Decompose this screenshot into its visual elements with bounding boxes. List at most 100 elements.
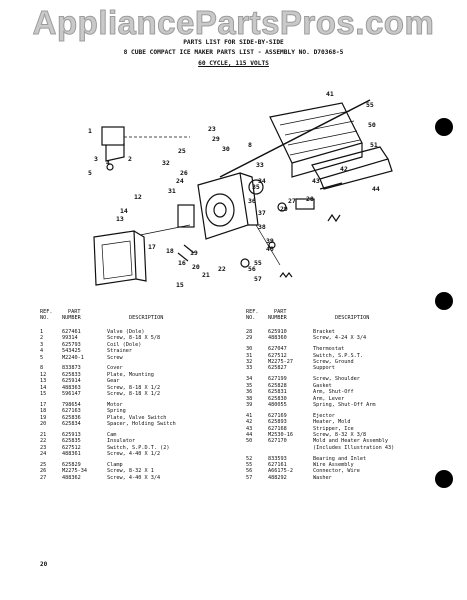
part-description: Spring, Shut-Off Arm: [313, 401, 376, 408]
ref-number: 52: [246, 455, 253, 462]
ref-number: 19: [40, 414, 47, 421]
part-description: Screw, 8-18 X 1/2: [107, 391, 161, 398]
callout-26: 26: [180, 169, 188, 177]
callout-51: 51: [370, 141, 378, 149]
part-number: 625910: [268, 329, 287, 335]
part-number: 627047: [268, 346, 287, 353]
callout-38: 38: [258, 223, 266, 231]
part-number: M2275-27: [268, 359, 293, 366]
part-description: Arm, Shut-Off: [313, 389, 354, 396]
col-part-label: PART: [68, 309, 81, 315]
part-number: 627169: [268, 412, 287, 419]
callout-27: 27: [288, 197, 296, 205]
callout-37: 37: [258, 209, 266, 217]
callout-34: 34: [258, 177, 266, 185]
part-description: Thermostat: [313, 346, 345, 353]
part-number: 625913: [62, 431, 81, 438]
ref-number: 23: [40, 444, 47, 451]
part-number: 798654: [62, 401, 81, 408]
part-description: Bearing and Inlet: [313, 455, 367, 462]
part-description: Plate, Mounting: [107, 371, 154, 378]
part-description: Screw, 4-24 X 3/4: [313, 335, 367, 342]
callout-57: 57: [254, 275, 262, 283]
ref-number: 28: [246, 329, 253, 335]
part-description: Gear: [107, 378, 120, 385]
part-number: M2275-34: [62, 468, 87, 475]
part-description: Screw, 8-18 X 1/2: [107, 384, 161, 391]
part-number: 625833: [62, 371, 81, 378]
callout-56: 56: [248, 265, 256, 273]
callout-31: 31: [168, 187, 176, 195]
part-number: 480055: [268, 401, 287, 408]
callout-8: 8: [248, 141, 252, 149]
callout-32: 32: [162, 159, 170, 167]
callout-19: 19: [190, 249, 198, 257]
ref-number: 30: [246, 346, 253, 353]
part-number: 627461: [62, 329, 81, 335]
callout-50: 50: [368, 121, 376, 129]
part-number: 625827: [268, 365, 287, 372]
part-description: Ejector: [313, 412, 335, 419]
callout-22: 22: [218, 265, 226, 273]
ref-number: 15: [40, 391, 47, 398]
part-number: 625836: [62, 414, 81, 421]
callout-33: 33: [256, 161, 264, 169]
part-description: Spring: [107, 408, 126, 415]
callout-28: 28: [306, 195, 314, 203]
ref-number: 12: [40, 371, 47, 378]
part-number: 625828: [268, 382, 287, 389]
callout-29: 29: [280, 205, 288, 213]
ref-number: 1: [40, 329, 44, 335]
ref-number: 21: [40, 431, 47, 438]
part-description: Arm, Lever: [313, 395, 345, 402]
part-description: Connector, Wire: [313, 468, 360, 475]
part-description: Screw, 8-32 X 1: [107, 468, 154, 475]
ref-number: 57: [246, 474, 253, 481]
ref-number: 13: [40, 378, 47, 385]
part-description: Stripper, Ice: [313, 425, 354, 432]
callout-52: 55: [366, 101, 374, 109]
page-number: 20: [40, 561, 48, 568]
callout-13: 13: [116, 215, 124, 223]
part-description: Cam: [107, 431, 117, 438]
part-number: 625793: [62, 341, 81, 348]
callout-41: 41: [326, 90, 334, 98]
col-part-label: PART: [274, 309, 287, 315]
callout-18: 18: [166, 247, 174, 255]
part-description: (Includes Illustration 43): [313, 444, 395, 451]
part-number: 99314: [62, 335, 78, 342]
part-number: 625914: [62, 378, 81, 385]
part-number: 488360: [268, 335, 287, 342]
part-description: Insulator: [107, 438, 136, 445]
ref-number: 14: [40, 384, 47, 391]
col-part-label: NUMBER: [268, 315, 287, 322]
part-number: 625834: [62, 421, 81, 428]
table-row: 13 625914 Gear: [40, 378, 240, 384]
header-line-3: 60 CYCLE, 115 VOLTS: [198, 60, 269, 67]
part-number: 488292: [268, 474, 287, 481]
part-number: 625831: [268, 389, 287, 396]
col-ref-label: NO.: [40, 315, 50, 322]
ref-number: 31: [246, 352, 253, 359]
callout-55: 55: [254, 259, 262, 267]
callout-12: 12: [134, 193, 142, 201]
callout-42: 42: [340, 165, 348, 173]
ref-number: 17: [40, 401, 47, 408]
